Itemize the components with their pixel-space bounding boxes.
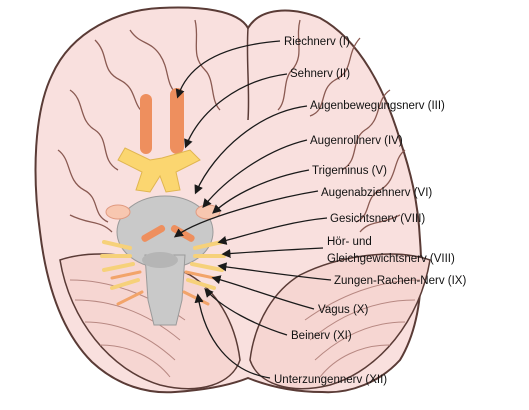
label-beinerv: Beinerv (XI) bbox=[291, 330, 352, 342]
leader-n2 bbox=[184, 73, 288, 149]
label-vagus: Vagus (X) bbox=[318, 304, 368, 316]
leader-n1 bbox=[175, 40, 281, 99]
leader-n8 bbox=[221, 247, 324, 259]
leader-n6 bbox=[173, 190, 319, 238]
label-gesichtsnerv: Gesichtsnerv (VIII) bbox=[330, 213, 425, 225]
cerebellum bbox=[59, 253, 431, 390]
label-unterzungennerv: Unterzungennerv (XII) bbox=[274, 374, 387, 386]
label-trigeminus: Trigeminus (V) bbox=[312, 165, 387, 177]
label-riechnerv: Riechnerv (I) bbox=[284, 36, 350, 48]
leader-n4 bbox=[202, 139, 308, 209]
label-augenabziehnerv: Augenabziehnerv (VI) bbox=[321, 187, 432, 199]
label-augenbewegungsnerv: Augenbewegungsnerv (III) bbox=[310, 100, 445, 112]
longitudinal-fissure bbox=[246, 27, 250, 121]
leader-n5 bbox=[212, 169, 310, 214]
leader-n3 bbox=[194, 105, 308, 195]
nerve-labels: Riechnerv (I) Sehnerv (II) Augenbewegung… bbox=[274, 36, 466, 386]
optic-chiasm bbox=[117, 147, 201, 193]
leader-n7 bbox=[217, 217, 328, 245]
label-sehnerv: Sehnerv (II) bbox=[290, 68, 350, 80]
leader-n9 bbox=[217, 262, 332, 281]
label-zungen-rachen-nerv: Zungen-Rachen-Nerv (IX) bbox=[334, 275, 466, 287]
olfactory-nerve bbox=[140, 88, 184, 154]
label-augenrollnerv: Augenrollnerv (IV) bbox=[310, 135, 403, 147]
label-hoer-und: Hör- und bbox=[327, 236, 372, 248]
leader-n10 bbox=[211, 275, 315, 310]
gyri bbox=[57, 19, 406, 233]
brainstem bbox=[116, 195, 214, 326]
label-gleichgewichtsnerv: Gleichgewichtsnerv (VIII) bbox=[327, 253, 455, 265]
leader-lines bbox=[173, 40, 332, 379]
leader-n12 bbox=[194, 293, 271, 379]
leader-n11 bbox=[204, 288, 288, 336]
